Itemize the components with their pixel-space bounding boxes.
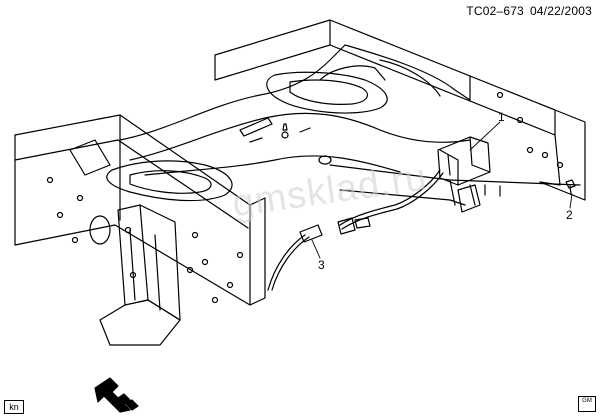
bolt-component [565, 179, 576, 195]
cross-member [69, 44, 471, 202]
corner-tag: kn [4, 400, 24, 414]
front-arrow-icon [94, 377, 139, 413]
hitch-bracket [99, 204, 181, 346]
near-frame-rail [14, 114, 266, 306]
far-frame-rail [214, 19, 586, 201]
harness-component [267, 169, 444, 291]
callout-2: 2 [566, 208, 573, 222]
figure-header: TC02–673 04/22/2003 [466, 4, 592, 18]
module-component [437, 136, 491, 213]
leader-lines [311, 121, 573, 259]
callout-1: 1 [498, 110, 505, 124]
figure-date: 04/22/2003 [529, 4, 592, 18]
figure-id: TC02–673 [466, 4, 524, 18]
callout-3: 3 [318, 258, 325, 272]
gm-logo-icon: GM [578, 396, 596, 412]
